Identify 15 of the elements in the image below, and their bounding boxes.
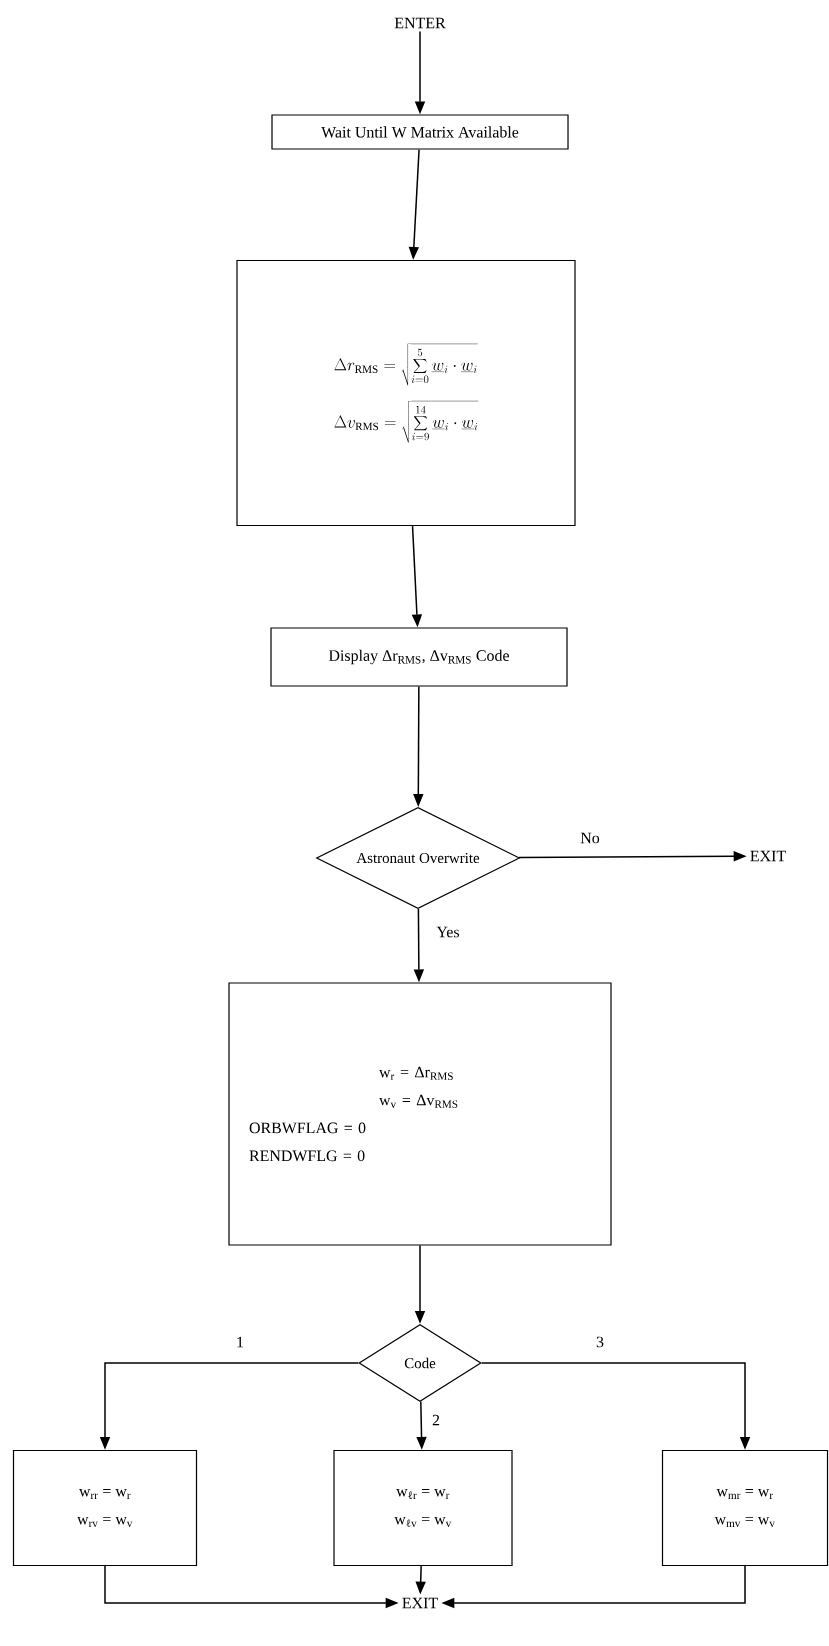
- edge-label: 1: [235, 1335, 245, 1349]
- process-box: Wait Until W Matrix Available: [271, 114, 569, 150]
- process-box: $\Delta r_{\mathrm{RMS}} = \sqrt{\sum_{i=0}^{5} \underline{w}_i \cdot \underline{w}_i}$ $\Delta v_{\mathrm{RMS}} = \sqrt{\sum_{i=9}^{14} \underline{w}_i \cdot \underline{w}_i}$: [236, 259, 576, 527]
- terminal-label: EXIT: [402, 1597, 438, 1609]
- edge-label: 2: [431, 1413, 441, 1427]
- process-box: w$_{rr}$ = w$_{r}$ w$_{rv}$ = w$_{v}$: [12, 1449, 198, 1567]
- process-box: w$_{mr}$ = w$_{r}$ w$_{mv}$ = w$_{v}$: [661, 1449, 829, 1567]
- edge-label: 3: [595, 1335, 605, 1349]
- process-box: w$_{ℓr}$ = w$_{r}$ w$_{ℓv}$ = w$_{v}$: [333, 1449, 513, 1567]
- edge-label: No: [579, 831, 601, 845]
- edge-label: Yes: [435, 925, 461, 939]
- process-box: Display Δr$_{RMS}$, Δv$_{RMS}$ Code: [270, 627, 568, 687]
- terminal-label: ENTER: [394, 17, 446, 29]
- process-box: w$_{r}$ = Δr$_{RMS}$ w$_{v}$ = Δv$_{RMS}$ ORBWFLAG = 0 RENDWFLG = 0: [228, 982, 612, 1246]
- terminal-label: EXIT: [750, 850, 786, 862]
